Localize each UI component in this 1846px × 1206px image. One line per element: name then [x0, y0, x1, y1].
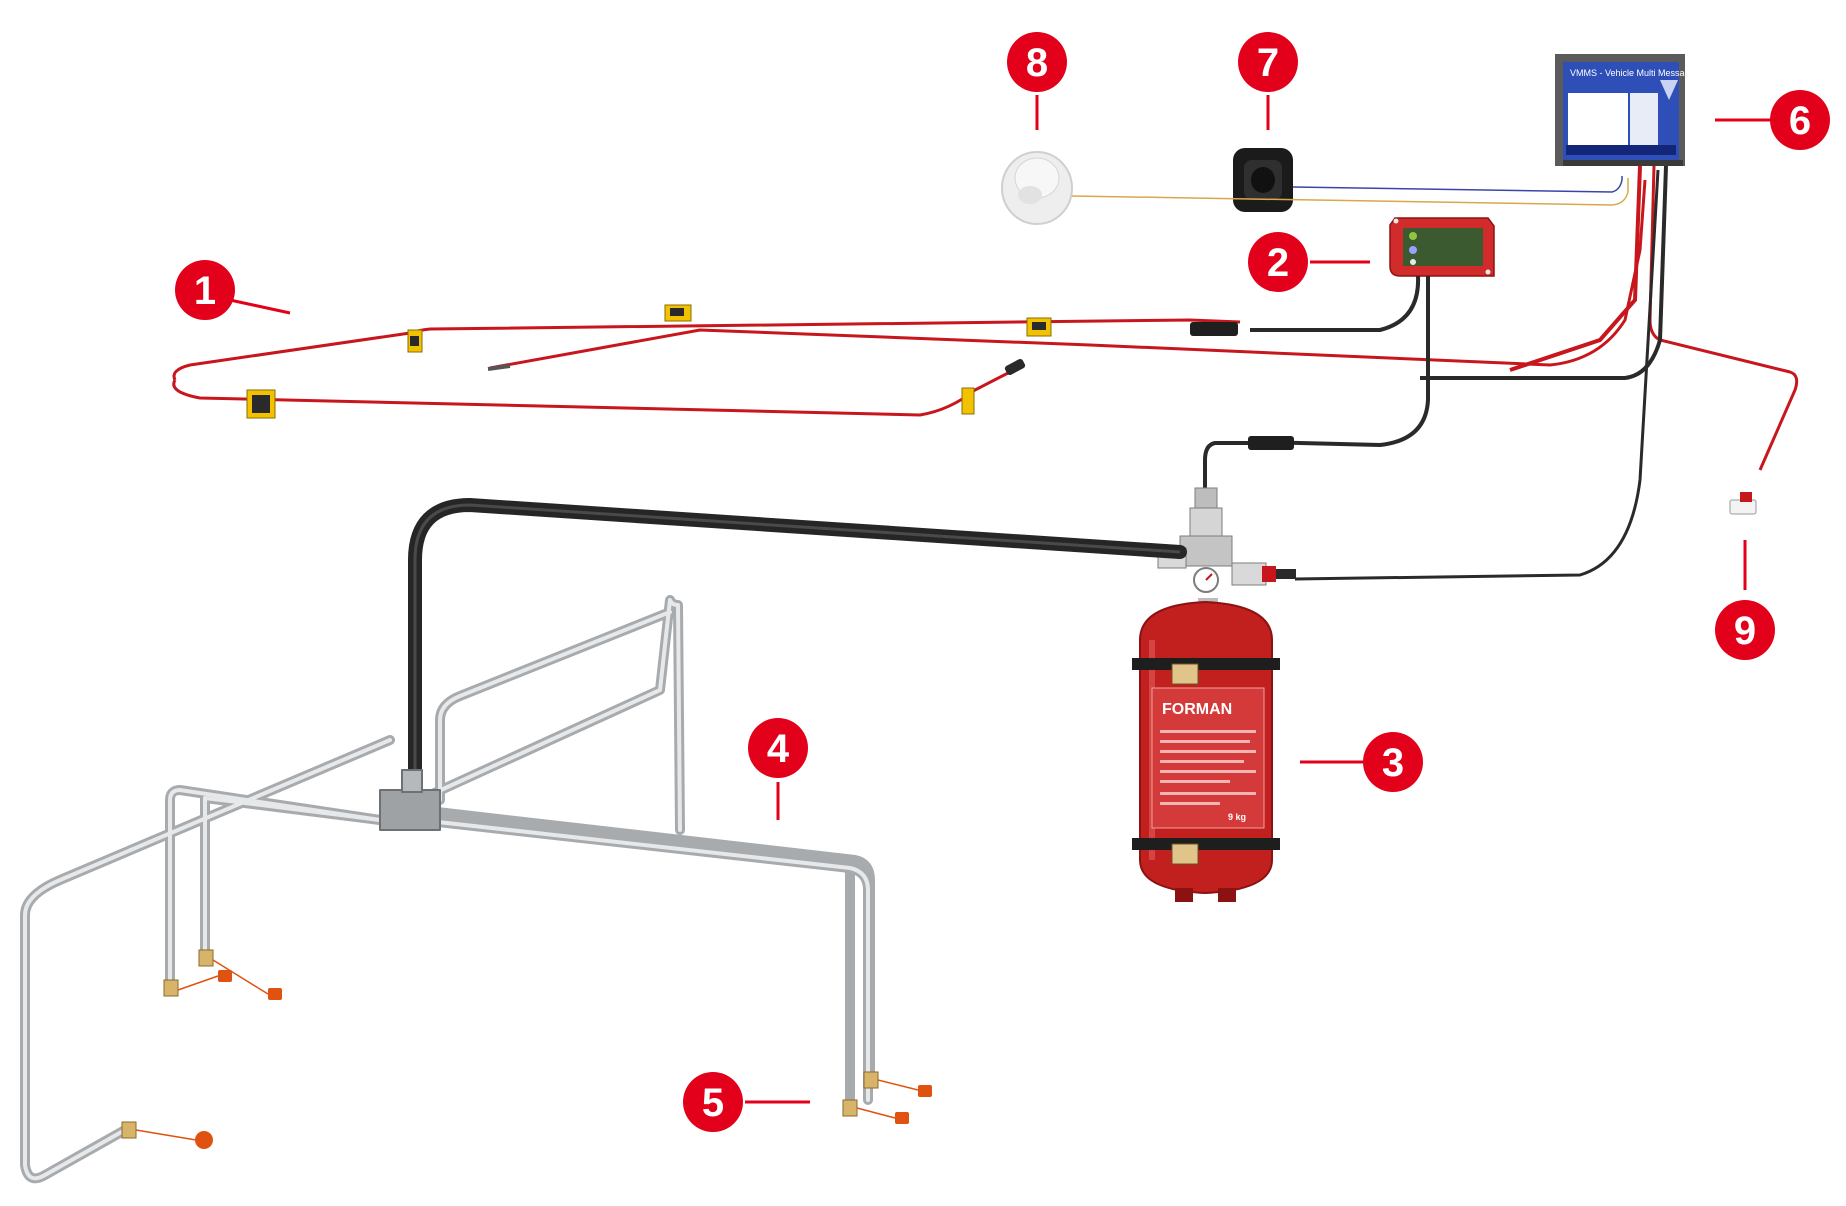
callout-number: 8	[1026, 41, 1048, 85]
speaker-icon	[1233, 148, 1293, 212]
extinguisher-cylinder-icon: FORMAN 9 kg	[1132, 487, 1296, 902]
message-system-unit-icon: VMMS - Vehicle Multi Message System	[1294, 54, 1799, 581]
callout-number: 6	[1789, 99, 1811, 143]
callout-1: 1	[175, 260, 235, 320]
callout-4: 4	[748, 718, 808, 778]
pipe-network-icon	[20, 595, 875, 1184]
discharge-hose	[408, 497, 1187, 787]
callout-number: 5	[702, 1081, 724, 1125]
callout-number: 7	[1257, 41, 1279, 85]
signal-wires	[1071, 176, 1629, 206]
callout-number: 4	[767, 727, 790, 771]
callout-7: 7	[1238, 32, 1298, 92]
connector-plug-icon	[1729, 492, 1757, 515]
detection-tube-icon	[172, 179, 1647, 419]
unit-title: VMMS - Vehicle Multi Message System	[1570, 68, 1727, 78]
cylinder-weight: 9 kg	[1228, 812, 1246, 822]
control-panel-icon	[1190, 217, 1495, 490]
smoke-detector-icon	[1001, 151, 1073, 225]
callout-number: 2	[1267, 241, 1289, 285]
callout-number: 3	[1382, 741, 1404, 785]
callout-2: 2	[1248, 232, 1308, 292]
cylinder-brand: FORMAN	[1162, 701, 1232, 718]
callout-3: 3	[1363, 732, 1423, 792]
callout-leaders	[229, 95, 1775, 1104]
callout-8: 8	[1007, 32, 1067, 92]
callout-number: 9	[1734, 609, 1756, 653]
discharge-nozzle-icon	[121, 949, 932, 1149]
callout-number: 1	[194, 269, 216, 313]
callout-9: 9	[1715, 600, 1775, 660]
callout-5: 5	[683, 1072, 743, 1132]
callout-6: 6	[1770, 90, 1830, 150]
